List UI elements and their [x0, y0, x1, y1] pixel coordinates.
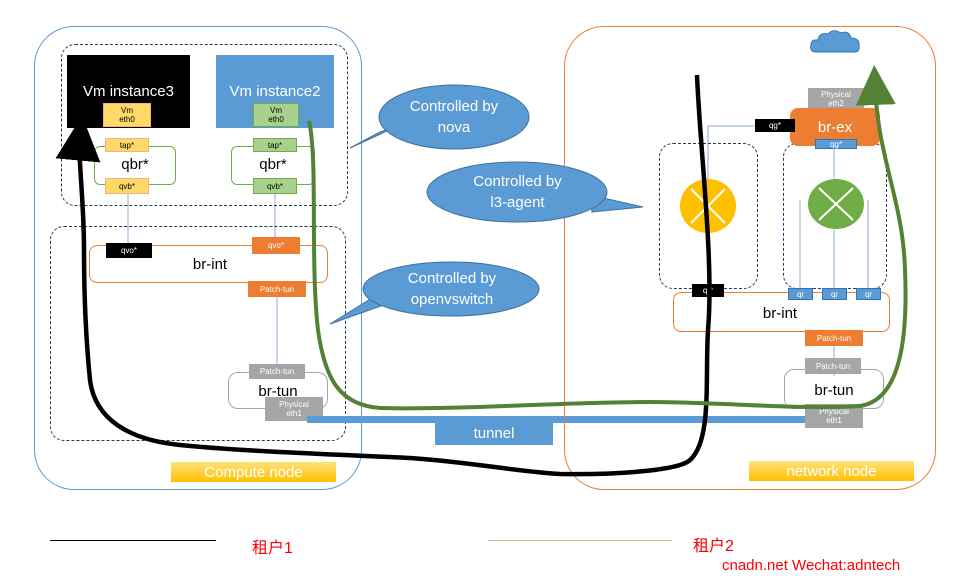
- network-node-box: [564, 26, 936, 490]
- tunnel-link: [307, 416, 807, 423]
- compute-br-tun-label: br-tun: [258, 382, 298, 400]
- compute-node-box: [34, 26, 362, 490]
- l3-callout-bubble: [426, 161, 608, 223]
- physical-eth2-port[interactable]: Physical eth2: [808, 88, 864, 110]
- vm3-qvb-port[interactable]: qvb*: [105, 178, 149, 194]
- qr-port-3[interactable]: qr: [856, 288, 881, 300]
- vm3-title: Vm instance3: [83, 83, 174, 100]
- qvo-right-port[interactable]: qvo*: [252, 237, 300, 254]
- vm2-qvb-port[interactable]: qvb*: [253, 178, 297, 194]
- vm3-tap-port[interactable]: tap*: [105, 138, 149, 152]
- br-ex-bridge[interactable]: br-ex: [790, 108, 880, 146]
- qbr2-label: qbr*: [259, 155, 287, 173]
- watermark: cnadn.net Wechat:adntech: [722, 557, 901, 574]
- network-node-label: network node: [749, 461, 914, 481]
- router-icon: [808, 179, 864, 229]
- qvo-left-port[interactable]: qvo*: [106, 243, 152, 258]
- l3-callout-text: Controlled by l3-agent: [473, 173, 562, 211]
- network-br-int-label: br-int: [762, 304, 798, 322]
- ovs-controlled-region-compute: [50, 226, 346, 441]
- tenant2-path: [307, 65, 908, 411]
- cloud-icon: [810, 30, 860, 53]
- compute-br-int-label: br-int: [192, 255, 228, 273]
- qg-blue-port[interactable]: qg*: [815, 139, 857, 149]
- vm2-title: Vm instance2: [229, 83, 321, 100]
- tenant1-path: [55, 74, 712, 477]
- vm3-eth0-port[interactable]: Vm eth0: [103, 103, 151, 127]
- nova-callout-bubble: [378, 84, 530, 150]
- nova-callout-text: Controlled by nova: [409, 98, 499, 136]
- legend-label-tenant1: 租户1: [252, 540, 293, 557]
- ovs-callout-bubble: [362, 261, 540, 317]
- compute-patch-tun-int-port[interactable]: Patch-tun: [248, 281, 306, 297]
- legend-line-tenant1: [50, 540, 216, 541]
- qg-black-port[interactable]: qg*: [755, 119, 795, 132]
- vm2-eth0-port[interactable]: Vm eth0: [253, 103, 299, 127]
- ovs-callout-text: Controlled by openvswitch: [407, 270, 497, 308]
- compute-br-int-box: [89, 245, 328, 283]
- br-ex-label: br-ex: [817, 118, 853, 136]
- compute-node-label: Compute node: [171, 462, 336, 482]
- qbr3-label: qbr*: [121, 155, 149, 173]
- compute-patch-tun-tun-port[interactable]: Patch-tun: [249, 364, 305, 379]
- vm2-tap-port[interactable]: tap*: [253, 138, 297, 152]
- qr-port-1[interactable]: qr: [788, 288, 813, 300]
- legend-label-tenant2: 租户2: [693, 538, 734, 555]
- network-patch-tun-tun-port[interactable]: Patch-tun: [805, 358, 861, 374]
- network-br-tun-label: br-tun: [814, 381, 854, 399]
- network-patch-tun-int-port[interactable]: Patch-tun: [805, 330, 863, 346]
- network-br-int-box: [673, 292, 890, 332]
- tunnel-label: tunnel: [435, 421, 553, 445]
- legend-line-tenant2: [488, 540, 672, 541]
- qr-port-2[interactable]: qr: [822, 288, 847, 300]
